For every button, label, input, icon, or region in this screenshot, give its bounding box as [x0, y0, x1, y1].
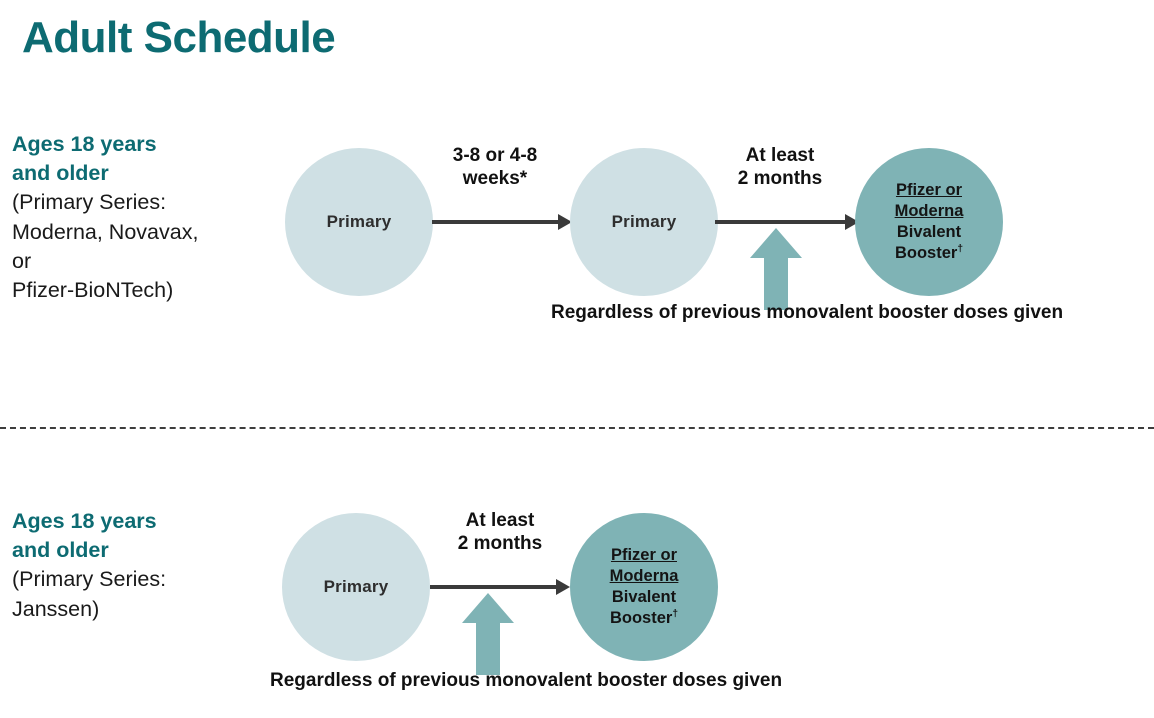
section-caption-2: Regardless of previous monovalent booste…: [270, 670, 783, 691]
booster-link-line2[interactable]: Moderna: [894, 201, 964, 220]
section-heading-line2: and older: [12, 538, 109, 563]
dose-circle-primary-1[interactable]: Primary: [285, 148, 433, 296]
interval-label-2: At least 2 months: [737, 145, 823, 190]
dose-circle-primary-2[interactable]: Primary: [570, 148, 718, 296]
emphasis-up-arrow-1: [750, 228, 802, 310]
section-subtext-line1: (Primary Series:: [12, 190, 167, 215]
section-label-adult-primary: Ages 18 years and older (Primary Series:…: [12, 130, 262, 305]
booster-circle-pfizer-moderna-2[interactable]: Pfizer or Moderna Bivalent Booster†: [570, 513, 718, 661]
booster-text-line2: Booster: [894, 244, 958, 263]
page-title: Adult Schedule: [22, 13, 336, 62]
section-subtext-line4: Pfizer-BioNTech): [12, 278, 174, 303]
section-subtext-line2: Moderna, Novavax,: [12, 219, 199, 244]
booster-circle-label: Pfizer or Moderna Bivalent Booster†: [889, 180, 970, 264]
booster-link-line1[interactable]: Pfizer or: [895, 180, 962, 199]
booster-text-line1: Bivalent: [896, 223, 962, 241]
booster-footnote-marker: †: [957, 243, 963, 255]
interval-label-1: At least 2 months: [457, 510, 543, 555]
section-heading-line2: and older: [12, 161, 109, 186]
flow-arrow-2: [715, 212, 859, 232]
section-caption-1: Regardless of previous monovalent booste…: [551, 302, 1064, 323]
section-subtext-line2: Janssen): [12, 596, 100, 621]
booster-text-line2: Booster: [609, 609, 673, 628]
section-heading-line1: Ages 18 years: [12, 132, 157, 156]
booster-footnote-marker: †: [672, 608, 678, 620]
section-subtext-line3: or: [12, 248, 32, 273]
flow-arrow-1: [430, 577, 570, 597]
dose-circle-label: Primary: [611, 212, 677, 231]
section-divider: [0, 427, 1154, 429]
booster-link-line2[interactable]: Moderna: [609, 566, 679, 585]
flow-arrow-1: [432, 212, 572, 232]
booster-circle-pfizer-moderna-1[interactable]: Pfizer or Moderna Bivalent Booster†: [855, 148, 1003, 296]
section-label-adult-janssen: Ages 18 years and older (Primary Series:…: [12, 507, 262, 624]
section-subtext-line1: (Primary Series:: [12, 567, 167, 592]
interval-label-1: 3-8 or 4-8 weeks*: [452, 145, 538, 190]
booster-circle-label: Pfizer or Moderna Bivalent Booster†: [604, 545, 685, 629]
booster-link-line1[interactable]: Pfizer or: [610, 545, 677, 564]
schedule-section-adult-janssen: Ages 18 years and older (Primary Series:…: [0, 495, 1154, 710]
dose-circle-label: Primary: [326, 212, 392, 231]
section-heading-line1: Ages 18 years: [12, 509, 157, 533]
dose-circle-primary-1[interactable]: Primary: [282, 513, 430, 661]
emphasis-up-arrow-1: [462, 593, 514, 675]
booster-text-line1: Bivalent: [611, 588, 677, 606]
dose-circle-label: Primary: [323, 577, 389, 596]
schedule-section-adult-primary: Ages 18 years and older (Primary Series:…: [0, 130, 1154, 360]
